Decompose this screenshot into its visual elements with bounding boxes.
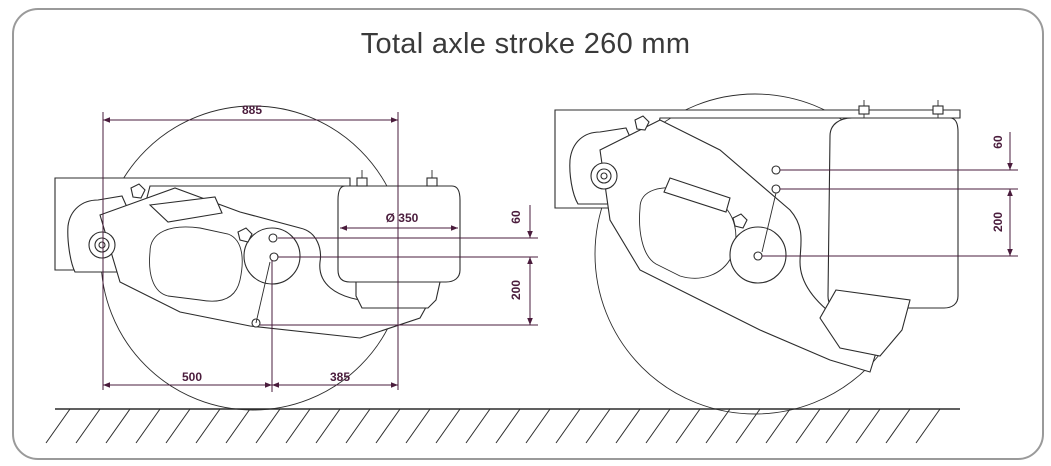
right-axle-lower [771, 184, 781, 194]
ground-hatch-line [885, 408, 911, 444]
ground-hatch-line [165, 408, 191, 444]
left-shock-absorber [148, 196, 223, 223]
ground-hatch-line [465, 408, 491, 444]
dim-bellow-diameter: Ø 350 [386, 211, 419, 225]
right-air-bellow [827, 117, 959, 309]
right-suspension-view [554, 93, 961, 415]
ground-hatch-line [525, 408, 551, 444]
dim-left-60: 60 [509, 210, 523, 224]
dim-right-200: 200 [991, 212, 1005, 232]
ground-hatch-line [255, 408, 281, 444]
ground-hatch-line [45, 408, 71, 444]
ground-hatch-line [345, 408, 371, 444]
ground-hatch-line [195, 408, 221, 444]
diagram-title: Total axle stroke 260 mm [360, 28, 691, 60]
dim-left-200: 200 [509, 280, 523, 300]
ground-hatch-line [825, 408, 851, 444]
right-axle-center [753, 251, 763, 261]
right-bellow-piston [819, 289, 911, 357]
ground-hatch-line [735, 408, 761, 444]
ground-hatch-line [495, 408, 521, 444]
ground-hatch-line [585, 408, 611, 444]
ground-hatch-line [675, 408, 701, 444]
ground-hatch-line [405, 408, 431, 444]
ground-hatch-line [705, 408, 731, 444]
ground-hatch-line [435, 408, 461, 444]
ground-hatch-line [285, 408, 311, 444]
ground-hatch-line [855, 408, 881, 444]
left-arm-cutout [149, 226, 243, 302]
ground-hatch-line [135, 408, 161, 444]
dim-right-60: 60 [991, 135, 1005, 149]
ground-hatch-line [75, 408, 101, 444]
ground-hatch-line [795, 408, 821, 444]
right-dimensions: 60 200 [762, 132, 1018, 257]
dim-385: 385 [330, 370, 350, 384]
ground-hatch-line [315, 408, 341, 444]
right-shock-absorber [663, 177, 731, 213]
left-air-bellow [337, 185, 461, 283]
dim-885: 885 [242, 103, 262, 117]
ground-hatch-line [105, 408, 131, 444]
ground-hatch-line [645, 408, 671, 444]
ground-hatch-line [375, 408, 401, 444]
left-axle-upper [268, 233, 278, 243]
left-suspension-view [54, 105, 461, 411]
right-axle-upper [771, 165, 781, 175]
ground-hatch-line [555, 408, 581, 444]
left-dimensions: 885 Ø 350 500 385 60 200 [102, 103, 538, 392]
ground-hatch-line [225, 408, 251, 444]
ground-hatch-line [915, 408, 941, 444]
ground-hatch-line [765, 408, 791, 444]
left-axle-center [269, 252, 279, 262]
ground-hatch-line [615, 408, 641, 444]
ground [45, 408, 960, 444]
dim-500: 500 [182, 370, 202, 384]
